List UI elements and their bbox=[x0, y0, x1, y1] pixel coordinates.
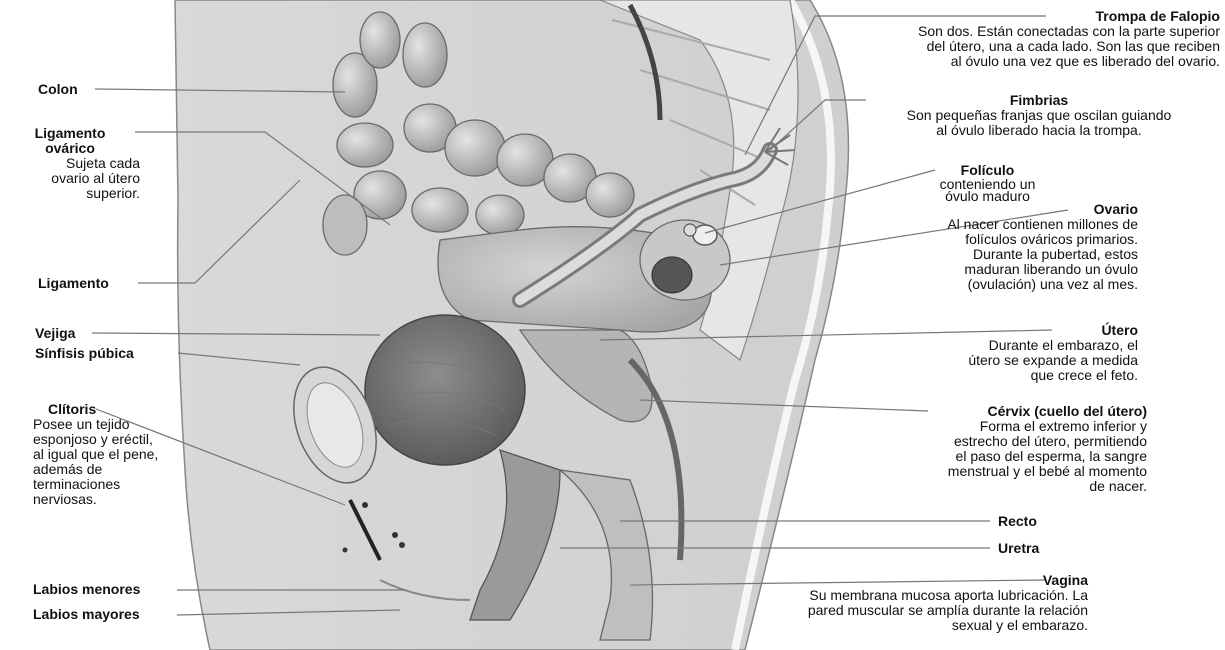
vagina-desc-1: Su membrana mucosa aporta lubricación. L… bbox=[700, 588, 1088, 603]
label-ovario: Ovario Al nacer contienen millones de fo… bbox=[860, 202, 1138, 292]
ligamento-ovarico-desc-2: ovario al útero bbox=[0, 171, 140, 186]
label-utero: Útero Durante el embarazo, el útero se e… bbox=[880, 323, 1138, 383]
label-recto: Recto bbox=[998, 514, 1037, 529]
label-vejiga: Vejiga bbox=[35, 326, 75, 341]
uretra-title: Uretra bbox=[998, 541, 1039, 556]
cervix-desc-2: estrecho del útero, permitiendo bbox=[880, 434, 1147, 449]
bladder bbox=[365, 315, 525, 465]
label-uretra: Uretra bbox=[998, 541, 1039, 556]
label-fimbrias: Fimbrias Son pequeñas franjas que oscila… bbox=[858, 93, 1220, 138]
cervix-desc-1: Forma el extremo inferior y bbox=[880, 419, 1147, 434]
trompa-desc-3: al óvulo una vez que es liberado del ova… bbox=[795, 54, 1220, 69]
ligamento-ovarico-desc-3: superior. bbox=[0, 186, 140, 201]
vejiga-title: Vejiga bbox=[35, 326, 75, 341]
trompa-desc-2: del útero, una a cada lado. Son las que … bbox=[795, 39, 1220, 54]
label-ligamento: Ligamento bbox=[38, 276, 109, 291]
label-ligamento-ovarico: Ligamento ovárico Sujeta cada ovario al … bbox=[0, 126, 140, 201]
ligamento-ovarico-title-2: ovárico bbox=[0, 141, 140, 156]
colon-title: Colon bbox=[38, 82, 78, 97]
recto-title: Recto bbox=[998, 514, 1037, 529]
ovario-desc-2: folículos ováricos primarios. bbox=[860, 232, 1138, 247]
clitoris-title: Clítoris bbox=[33, 402, 158, 417]
ovary bbox=[640, 220, 730, 300]
trompa-desc-1: Son dos. Están conectadas con la parte s… bbox=[795, 24, 1220, 39]
utero-desc-2: útero se expande a medida bbox=[880, 353, 1138, 368]
utero-desc-1: Durante el embarazo, el bbox=[880, 338, 1138, 353]
cervix-title: Cérvix (cuello del útero) bbox=[880, 404, 1147, 419]
label-labios-mayores: Labios mayores bbox=[33, 607, 140, 622]
clitoris-desc-1: Posee un tejido bbox=[33, 417, 158, 432]
cervix-desc-4: menstrual y el bebé al momento bbox=[880, 464, 1147, 479]
ovario-desc-5: (ovulación) una vez al mes. bbox=[860, 277, 1138, 292]
ovario-desc-4: maduran liberando un óvulo bbox=[860, 262, 1138, 277]
clitoris-desc-4: además de bbox=[33, 462, 158, 477]
vagina-title: Vagina bbox=[700, 573, 1088, 588]
vagina-desc-3: sexual y el embarazo. bbox=[700, 618, 1088, 633]
ligamento-ovarico-title-1: Ligamento bbox=[0, 126, 140, 141]
label-clitoris: Clítoris Posee un tejido esponjoso y eré… bbox=[33, 402, 158, 507]
fimbrias-title: Fimbrias bbox=[858, 93, 1220, 108]
ligamento-ovarico-desc-1: Sujeta cada bbox=[0, 156, 140, 171]
label-labios-menores: Labios menores bbox=[33, 582, 140, 597]
label-sinfisis-pubica: Sínfisis púbica bbox=[35, 346, 134, 361]
label-foliculo: Folículo conteniendo un óvulo maduro bbox=[925, 163, 1050, 202]
sinfisis-title: Sínfisis púbica bbox=[35, 346, 134, 361]
clitoris-desc-3: al igual que el pene, bbox=[33, 447, 158, 462]
label-colon: Colon bbox=[38, 82, 78, 97]
ovario-desc-3: Durante la pubertad, estos bbox=[860, 247, 1138, 262]
label-cervix: Cérvix (cuello del útero) Forma el extre… bbox=[880, 404, 1147, 494]
clitoris-desc-2: esponjoso y eréctil, bbox=[33, 432, 158, 447]
clitoris-desc-5: terminaciones bbox=[33, 477, 158, 492]
label-trompa-de-falopio: Trompa de Falopio Son dos. Están conecta… bbox=[795, 9, 1220, 69]
trompa-title: Trompa de Falopio bbox=[795, 9, 1220, 24]
ligamento-title: Ligamento bbox=[38, 276, 109, 291]
labios-menores-title: Labios menores bbox=[33, 582, 140, 597]
cervix-desc-5: de nacer. bbox=[880, 479, 1147, 494]
utero-desc-3: que crece el feto. bbox=[880, 368, 1138, 383]
ovario-desc-1: Al nacer contienen millones de bbox=[860, 217, 1138, 232]
label-vagina: Vagina Su membrana mucosa aporta lubrica… bbox=[700, 573, 1088, 633]
labios-mayores-title: Labios mayores bbox=[33, 607, 140, 622]
fimbrias-desc-2: al óvulo liberado hacia la trompa. bbox=[858, 123, 1220, 138]
vagina-desc-2: pared muscular se amplía durante la rela… bbox=[700, 603, 1088, 618]
cervix-desc-3: el paso del esperma, la sangre bbox=[880, 449, 1147, 464]
utero-title: Útero bbox=[880, 323, 1138, 338]
fimbrias-desc-1: Son pequeñas franjas que oscilan guiando bbox=[858, 108, 1220, 123]
ovario-title: Ovario bbox=[860, 202, 1138, 217]
clitoris-desc-6: nerviosas. bbox=[33, 492, 158, 507]
